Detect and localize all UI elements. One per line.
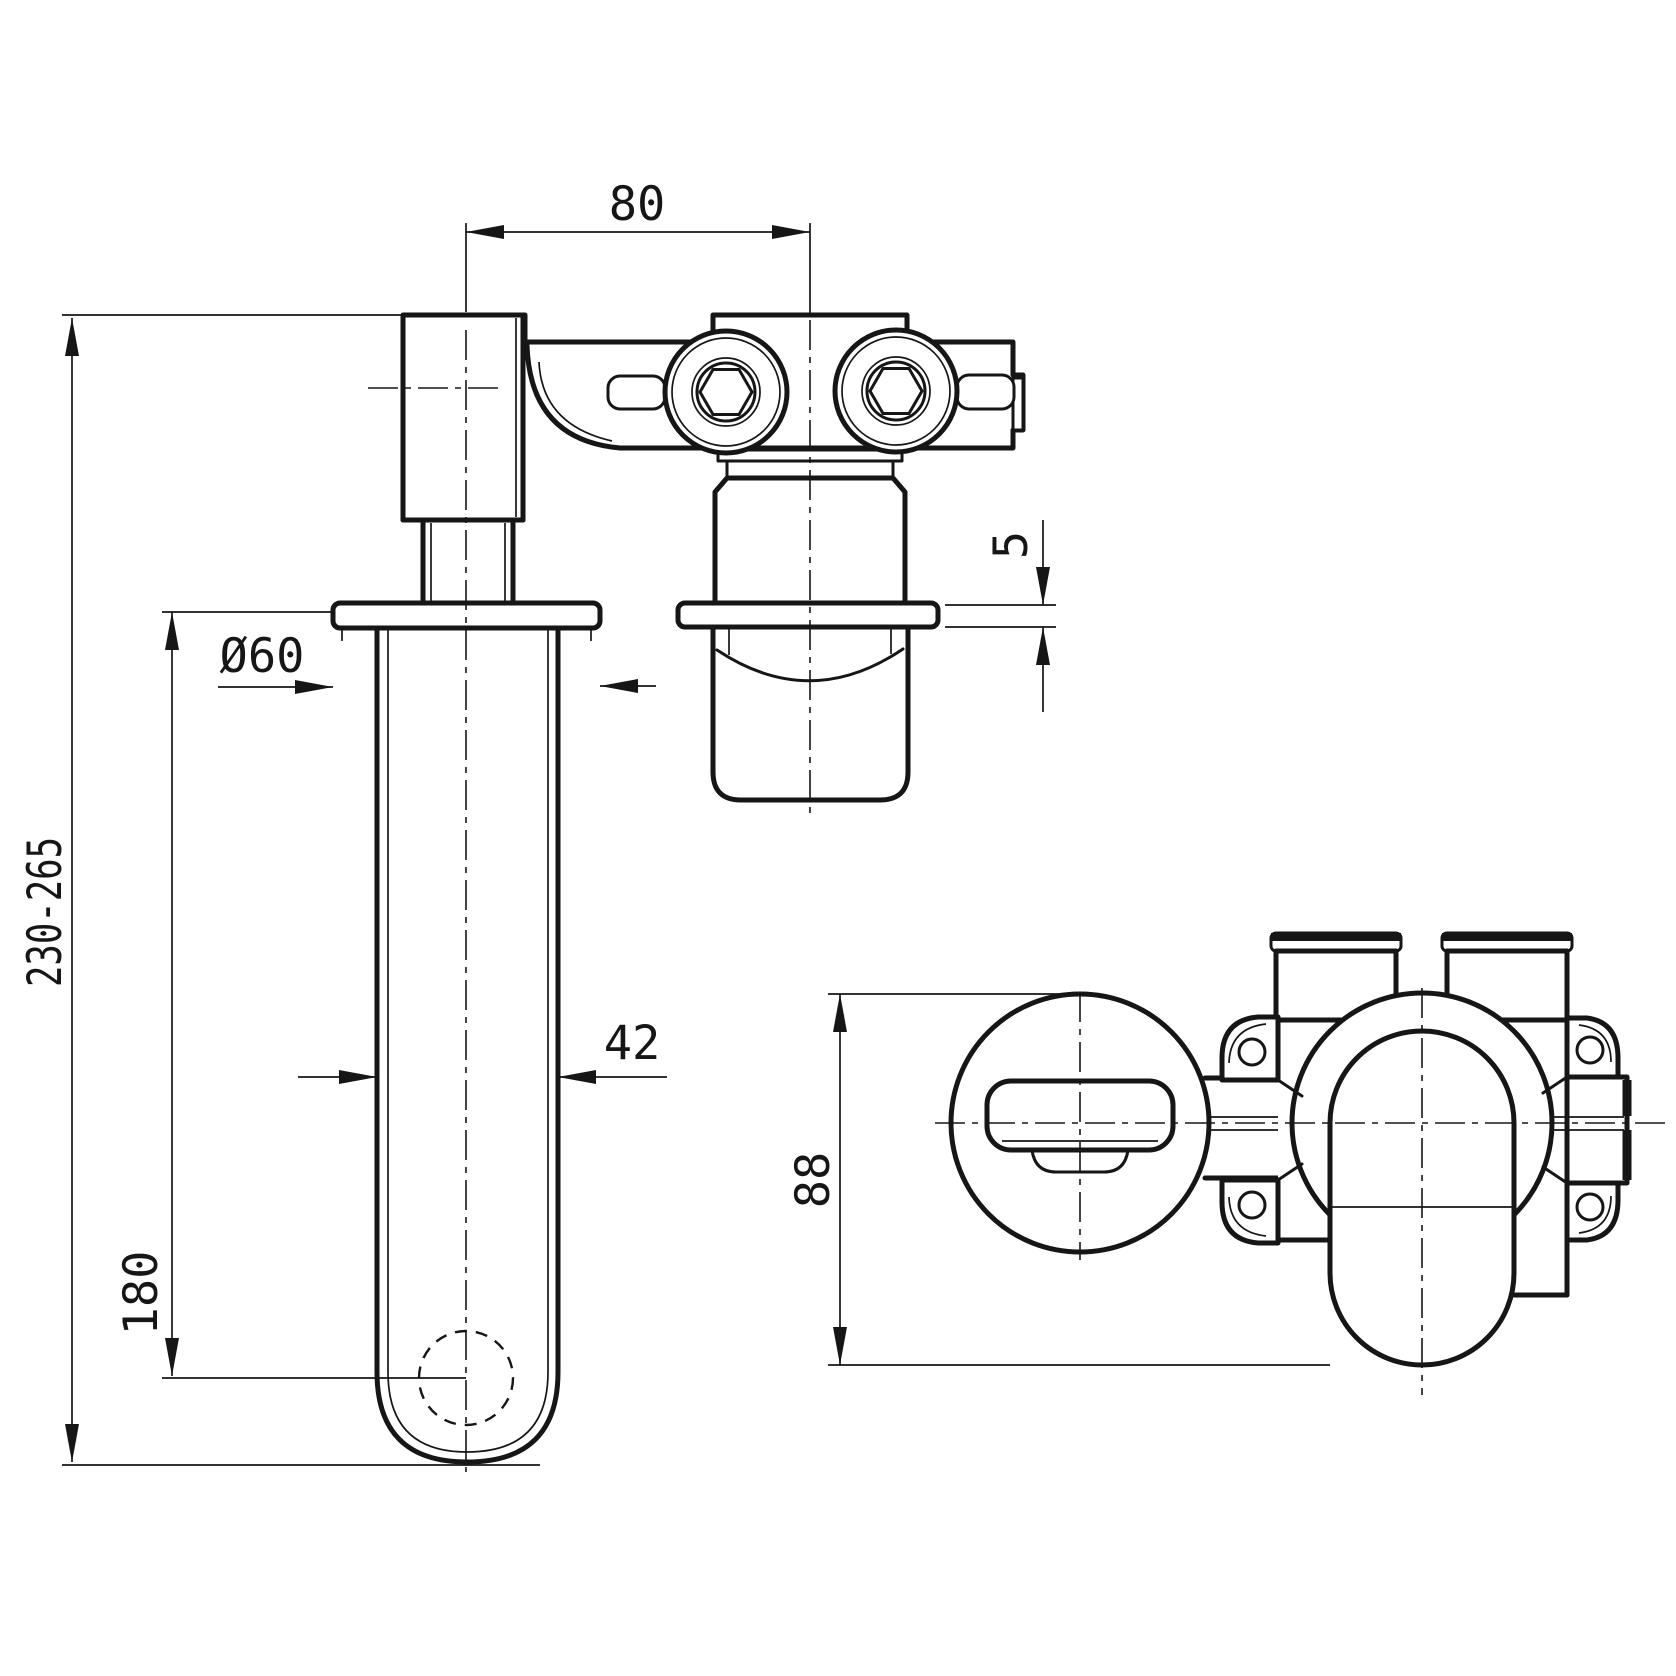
dim-label-80: 80 bbox=[609, 177, 666, 232]
side-view: 80 230-265 180 Ø60 bbox=[18, 177, 1056, 1472]
dimension-tube-diameter: 42 bbox=[298, 1016, 667, 1084]
mounting-ears bbox=[1219, 1014, 1621, 1246]
plan-view-centerlines bbox=[935, 988, 1672, 1395]
dimension-valve-height: 88 bbox=[786, 993, 1330, 1366]
right-pin-stub bbox=[955, 373, 1016, 411]
side-view-centerlines bbox=[368, 320, 811, 1472]
hex-socket-right bbox=[868, 367, 924, 415]
dim-label-5: 5 bbox=[984, 531, 1039, 559]
dimension-height-range: 230-265 bbox=[18, 314, 540, 1466]
dim-label-88: 88 bbox=[786, 1152, 841, 1209]
dim-label-42: 42 bbox=[604, 1016, 661, 1071]
valve-escutcheon bbox=[675, 600, 941, 803]
dim-label-230-265: 230-265 bbox=[18, 837, 73, 987]
dim-label-180: 180 bbox=[114, 1251, 169, 1336]
dimension-spout-projection: 80 bbox=[465, 177, 811, 313]
elbow-block bbox=[400, 312, 526, 606]
spout-assembly bbox=[330, 600, 603, 1465]
hex-socket-left bbox=[698, 368, 754, 416]
dimension-escutcheon-diameter: Ø60 bbox=[218, 629, 656, 694]
dimension-spout-length: 180 bbox=[114, 611, 466, 1379]
dimension-flange-thickness: 5 bbox=[945, 520, 1056, 712]
left-pin-stub bbox=[606, 374, 667, 411]
plan-view: 88 bbox=[786, 931, 1672, 1395]
mixer-body bbox=[520, 312, 1026, 451]
dim-label-d60: Ø60 bbox=[220, 629, 305, 684]
valve-caps bbox=[606, 327, 1016, 456]
